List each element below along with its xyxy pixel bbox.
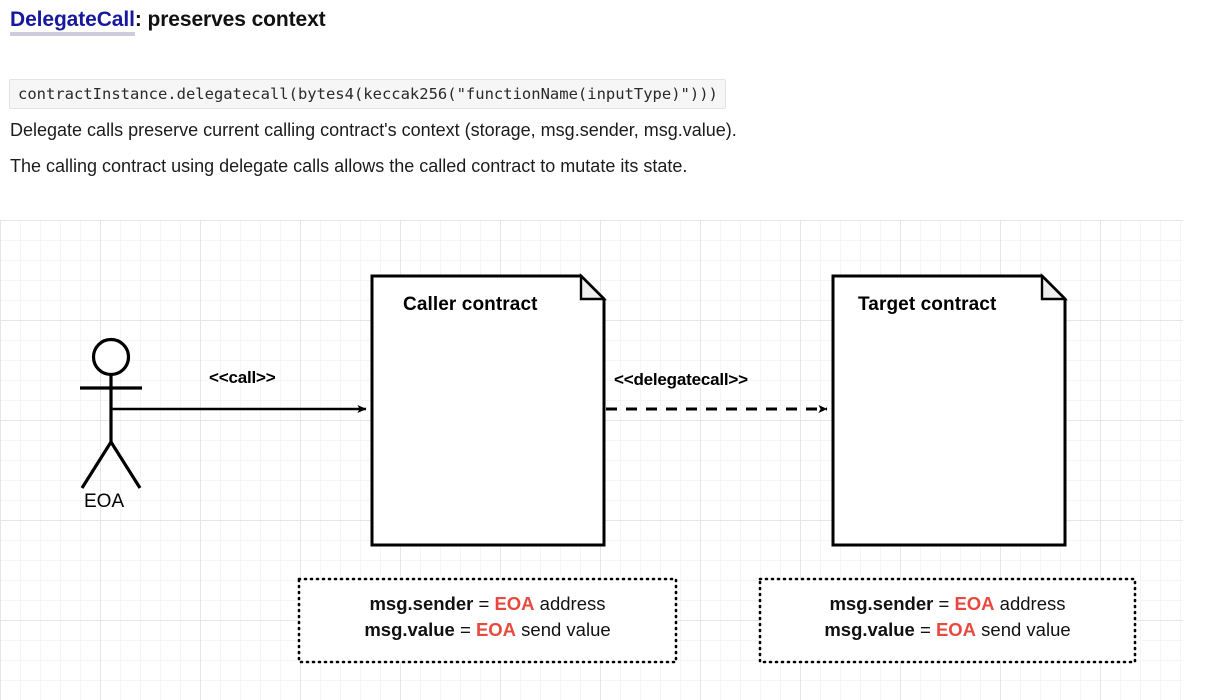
note-target-line2-accent: EOA <box>935 619 977 640</box>
note-caller-line2-tail: send value <box>516 619 611 640</box>
code-snippet-block: contractInstance.delegatecall(bytes4(kec… <box>9 79 726 109</box>
note-caller-line2-key: msg.value <box>364 619 455 640</box>
note-caller-line1-eq: = <box>473 593 495 614</box>
note-box-target <box>758 577 1137 664</box>
note-caller-line2-eq: = <box>454 619 476 640</box>
note-target-line-1: msg.sender = EOA address <box>760 591 1135 617</box>
target-contract-box <box>831 273 1068 547</box>
page-title-keyword: DelegateCall <box>10 8 135 36</box>
diagram-canvas: EOA <<call>> <<delegatecall>> Caller con… <box>0 220 1183 700</box>
description-line-1: Delegate calls preserve current calling … <box>10 120 737 140</box>
note-caller-line1-accent: EOA <box>494 593 535 614</box>
note-target-line1-eq: = <box>933 593 955 614</box>
note-caller-line1-tail: address <box>534 593 606 614</box>
note-caller-line2-accent: EOA <box>475 619 517 640</box>
note-target-line1-tail: address <box>994 593 1066 614</box>
note-caller-line-1: msg.sender = EOA address <box>299 591 676 617</box>
header-area: DelegateCall: preserves context contract… <box>0 0 1210 210</box>
note-target-line2-tail: send value <box>976 619 1071 640</box>
note-target-line2-eq: = <box>914 619 936 640</box>
page-title-rest: : preserves context <box>134 8 326 31</box>
note-target-line1-accent: EOA <box>954 593 995 614</box>
note-text-caller: msg.sender = EOA address msg.value = EOA… <box>299 591 676 643</box>
note-target-line2-key: msg.value <box>824 619 915 640</box>
page-title: DelegateCall: preserves context <box>10 8 326 36</box>
description-line-2: The calling contract using delegate call… <box>10 156 688 176</box>
note-caller-line1-key: msg.sender <box>369 593 474 614</box>
note-caller-line-2: msg.value = EOA send value <box>299 617 676 643</box>
note-target-line-2: msg.value = EOA send value <box>760 617 1135 643</box>
note-target-line1-key: msg.sender <box>829 593 934 614</box>
caller-contract-box <box>370 273 607 547</box>
note-box-caller <box>297 577 678 664</box>
note-text-target: msg.sender = EOA address msg.value = EOA… <box>760 591 1135 643</box>
actor-eoa-figure <box>80 337 142 489</box>
diagram-svg <box>80 273 1137 664</box>
